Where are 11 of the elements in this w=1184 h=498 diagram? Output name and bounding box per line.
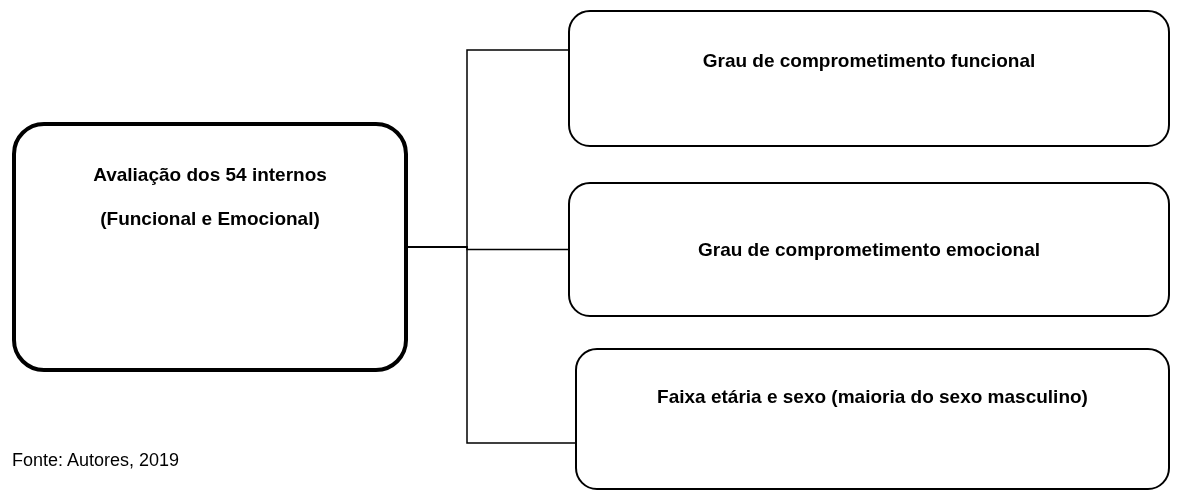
- rounded-box: [575, 348, 1170, 490]
- box-text: Faixa etária e sexo (maioria do sexo masculino): [657, 386, 1088, 408]
- rounded-box: [12, 122, 408, 372]
- source-note: Fonte: Autores, 2019: [12, 450, 180, 471]
- box-text: Grau de comprometimento funcional: [702, 50, 1036, 72]
- connector-line: [407, 246, 576, 444]
- rounded-box: [568, 182, 1170, 317]
- rounded-box: [568, 10, 1170, 147]
- box-text: Grau de comprometimento emocional: [697, 238, 1041, 261]
- box-text: (Funcional e Emocional): [100, 208, 320, 230]
- box-text: Avaliação dos 54 internos: [93, 164, 327, 186]
